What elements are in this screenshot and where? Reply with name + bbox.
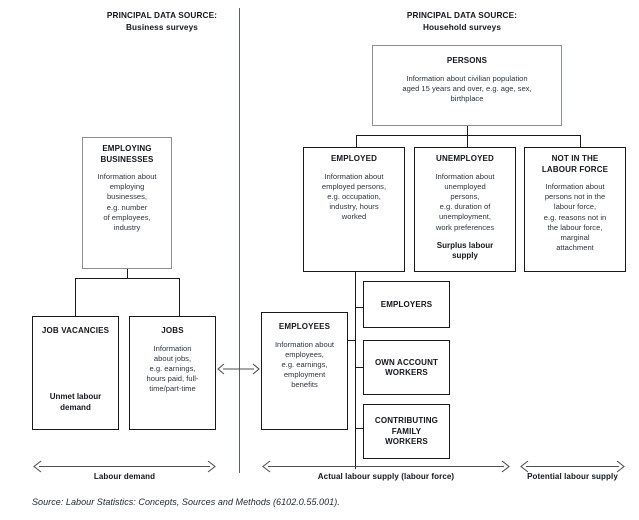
connector-branch-contributing [355,428,364,429]
box-unemployed-sub: Surplus labour supply [436,240,494,261]
box-employees-title: EMPLOYEES [278,322,331,331]
box-unemployed-body: Information about unemployed persons, e.… [435,171,495,232]
range-labour-demand-label: Labour demand [93,472,156,481]
box-employers[interactable]: EMPLOYERS [363,281,450,328]
connector-persons-stem [467,126,468,135]
column-divider [239,8,240,473]
box-persons-body: Information about civilian population ag… [402,73,532,103]
box-jobs-body: Information about jobs, e.g. earnings, h… [146,343,199,394]
box-unemployed[interactable]: UNEMPLOYED Information about unemployed … [414,147,516,272]
bidirectional-arrow-jobs-employees [216,362,261,376]
connector-to-job-vacancies [75,278,76,316]
box-persons-title: PERSONS [446,56,488,65]
connector-to-jobs [179,278,180,316]
box-job-vacancies-title: JOB VACANCIES [41,326,110,335]
connector-persons-bus [356,135,580,136]
box-employing-businesses-body: Information about employing businesses, … [97,172,157,233]
range-potential-labour-supply: Potential labour supply [519,460,626,482]
right-column-header: PRINCIPAL DATA SOURCE: Household surveys [352,10,572,33]
box-contributing-family-workers[interactable]: CONTRIBUTING FAMILY WORKERS [363,404,450,459]
left-header-line2: Business surveys [125,22,199,32]
box-own-account-workers-title: OWN ACCOUNT WORKERS [374,357,439,378]
connector-employing-stem [127,269,128,278]
box-own-account-workers[interactable]: OWN ACCOUNT WORKERS [363,340,450,395]
left-column-header: PRINCIPAL DATA SOURCE: Business surveys [52,10,272,33]
box-persons[interactable]: PERSONS Information about civilian popul… [372,45,562,126]
box-not-in-labour-force-body: Information about persons not in the lab… [543,182,607,253]
box-unemployed-title: UNEMPLOYED [436,154,494,163]
box-contributing-family-workers-title: CONTRIBUTING FAMILY WORKERS [374,416,439,447]
connector-branch-employees [348,340,356,341]
connector-to-not-in-labour-force [580,135,581,147]
box-employing-businesses[interactable]: EMPLOYING BUSINESSES Information about e… [82,137,172,269]
right-header-line2: Household surveys [422,22,502,32]
connector-branch-own-account [355,367,364,368]
box-not-in-labour-force[interactable]: NOT IN THE LABOUR FORCE Information abou… [524,147,626,272]
source-note: Source: Labour Statistics: Concepts, Sou… [32,497,340,507]
box-job-vacancies[interactable]: JOB VACANCIES Unmet labour demand [32,316,119,430]
box-employing-businesses-title: EMPLOYING BUSINESSES [100,144,154,164]
box-jobs[interactable]: JOBS Information about jobs, e.g. earnin… [129,316,216,430]
box-employed-body: Information about employed persons, e.g.… [321,171,387,222]
range-actual-labour-supply: Actual labour supply (labour force) [261,460,511,482]
box-not-in-labour-force-title: NOT IN THE LABOUR FORCE [541,154,609,174]
box-employers-title: EMPLOYERS [380,299,433,309]
connector-employed-trunk [355,272,356,469]
range-labour-demand: Labour demand [32,460,217,482]
box-employees-body: Information about employees, e.g. earnin… [274,339,335,390]
connector-to-employed [356,135,357,147]
box-job-vacancies-sub: Unmet labour demand [49,392,102,412]
left-header-line1: PRINCIPAL DATA SOURCE: [106,11,218,20]
connector-branch-employers [355,307,364,308]
range-potential-labour-supply-label: Potential labour supply [527,472,618,481]
connector-employing-bus [75,278,180,279]
box-employees[interactable]: EMPLOYEES Information about employees, e… [261,312,348,430]
connector-to-unemployed [467,135,468,147]
right-header-line1: PRINCIPAL DATA SOURCE: [406,11,518,20]
box-jobs-title: JOBS [161,326,184,335]
range-actual-labour-supply-label: Actual labour supply (labour force) [317,472,455,481]
box-employed-title: EMPLOYED [330,154,378,163]
box-employed[interactable]: EMPLOYED Information about employed pers… [303,147,405,272]
